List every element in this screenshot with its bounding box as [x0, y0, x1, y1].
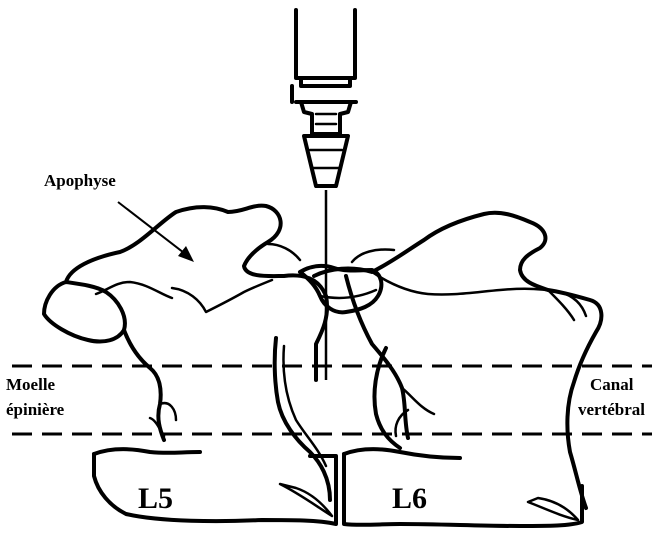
spinal-canal-boundaries [12, 366, 652, 434]
label-canal-line1: Canal [590, 375, 634, 394]
syringe-barrel [296, 10, 355, 78]
label-moelle-line2: épinière [6, 400, 65, 419]
syringe-flange [292, 80, 356, 102]
needle-cone [304, 136, 348, 186]
syringe-hub-detail [316, 114, 336, 124]
label-canal-line2: vertébral [578, 400, 645, 419]
label-vertebra-l6: L6 [392, 482, 427, 515]
arrow-head [178, 246, 194, 262]
facet-joint [268, 244, 394, 312]
label-apophyse: Apophyse [44, 171, 116, 190]
label-moelle-line1: Moelle [6, 375, 56, 394]
label-vertebra-l5: L5 [138, 482, 173, 515]
syringe-hub [301, 102, 351, 134]
needle-cone-rings [310, 150, 342, 168]
vertebra-l6 [314, 213, 601, 526]
